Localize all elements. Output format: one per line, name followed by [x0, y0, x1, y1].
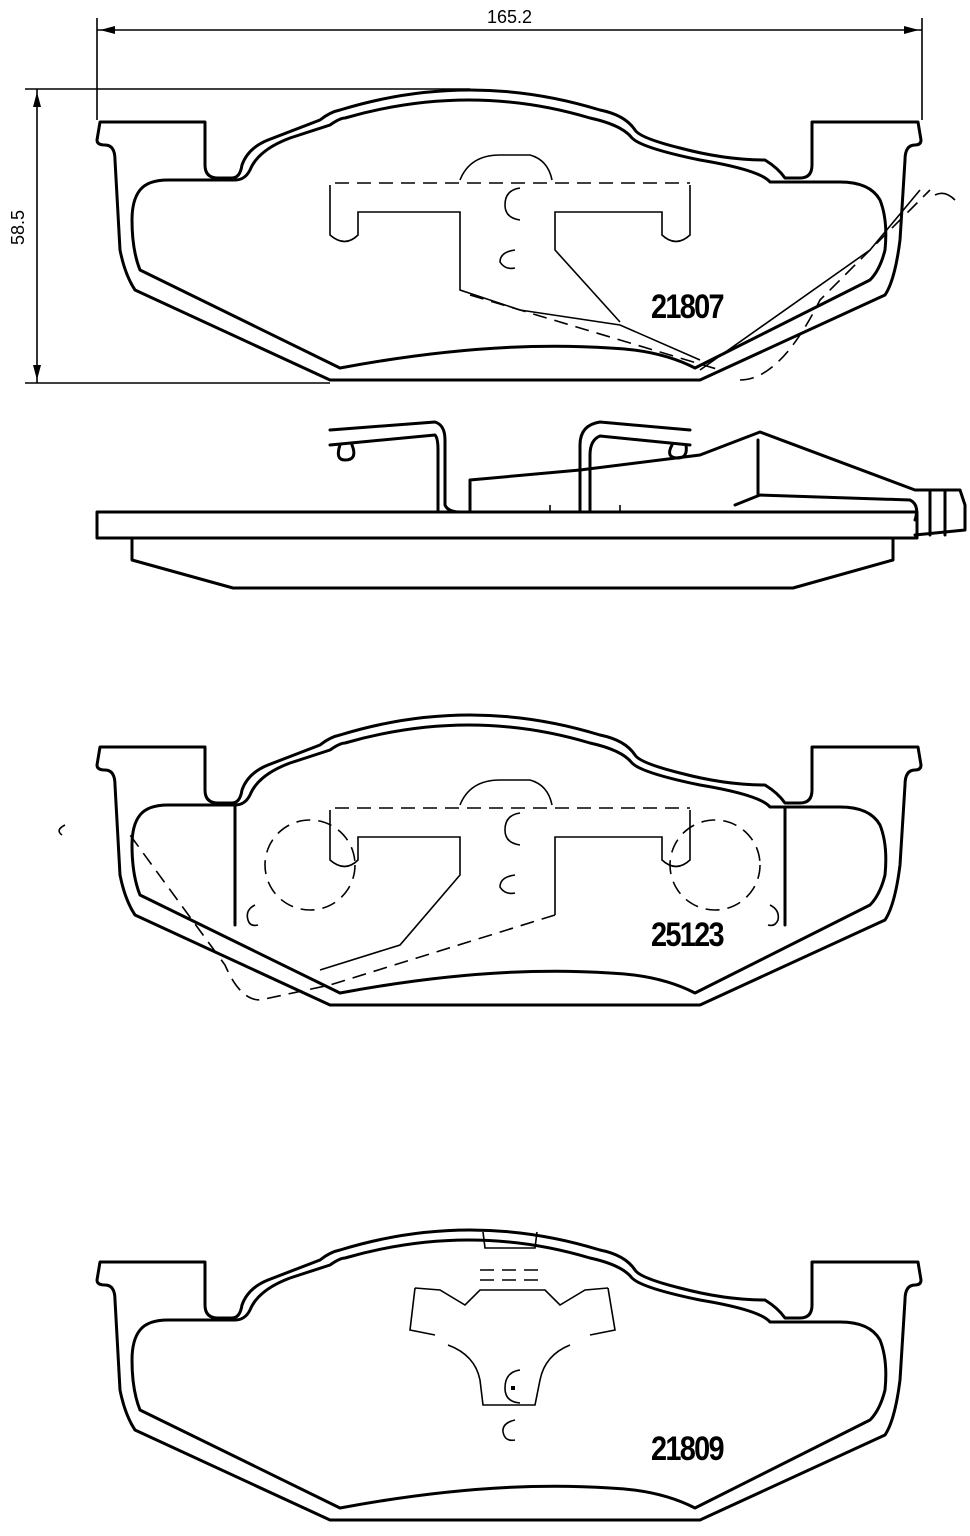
dimension-lines — [25, 18, 923, 384]
pad-21809 — [95, 1228, 923, 1522]
pad-side-view — [95, 420, 967, 590]
pad-25123 — [58, 713, 923, 1007]
width-dimension-label: 165.2 — [487, 7, 533, 27]
height-dimension-label: 58.5 — [8, 209, 28, 245]
part-code-25123: 25123 — [651, 916, 725, 954]
pad-21807 — [95, 88, 956, 382]
part-code-21807: 21807 — [651, 288, 725, 326]
part-code-21809: 21809 — [651, 1430, 725, 1468]
